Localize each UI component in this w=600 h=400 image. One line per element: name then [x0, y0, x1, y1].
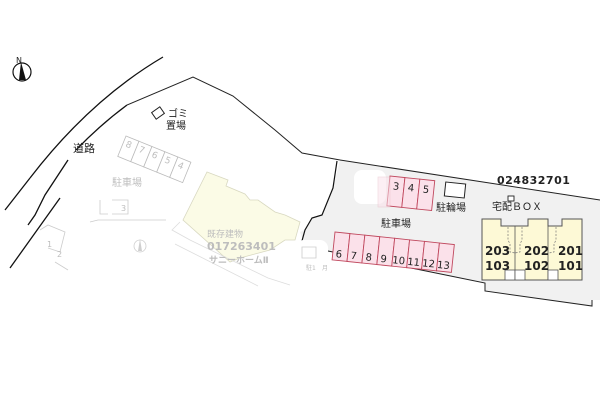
bicycle-parking-label: 駐輪場 [436, 201, 466, 214]
parking-space-5: 5 [422, 185, 429, 197]
parking-space-7: 7 [350, 251, 357, 263]
parking-space-9: 9 [380, 254, 387, 266]
parking-row-top: 3 4 5 [386, 175, 436, 212]
parking-space-8: 8 [365, 252, 372, 264]
parking-space-12: 12 [422, 258, 436, 270]
garbage-area: ゴミ 置場 [150, 106, 188, 132]
unit-202: 202 [524, 244, 549, 258]
existing-building: 既存建物 017263401 サニーホームⅡ [171, 171, 301, 287]
svg-text:7: 7 [137, 145, 146, 156]
garbage-label-1: ゴミ [168, 107, 188, 120]
unit-203: 203 [485, 244, 510, 258]
faded-parking-row: 8 7 6 5 4 [117, 135, 192, 184]
svg-text:駐1: 駐1 [306, 264, 316, 272]
parking-lot-label: 駐車場 [381, 217, 411, 230]
parking-space-6: 6 [335, 249, 342, 261]
garbage-label-2: 置場 [166, 119, 186, 132]
existing-building-name: サニーホームⅡ [209, 255, 269, 266]
svg-text:月: 月 [322, 265, 328, 272]
bicycle-parking: 駐輪場 [436, 181, 467, 214]
delivery-box: 宅配ＢＯＸ [492, 195, 542, 213]
unit-101: 101 [558, 259, 583, 273]
existing-building-label: 既存建物 [207, 228, 243, 240]
svg-text:5: 5 [163, 156, 172, 167]
road [4, 56, 164, 269]
unit-103: 103 [485, 259, 510, 273]
faded-parking-label: 駐車場 [112, 176, 142, 189]
main-building-code: 024832701 [497, 174, 570, 187]
delivery-box-label: 宅配ＢＯＸ [492, 200, 542, 213]
compass-north-icon: N [12, 56, 32, 82]
svg-text:6: 6 [150, 150, 159, 162]
parking-space-3: 3 [392, 181, 399, 193]
unit-102: 102 [524, 259, 549, 273]
svg-text:2: 2 [57, 250, 62, 259]
unit-201: 201 [558, 244, 583, 258]
road-label: 道路 [73, 141, 95, 155]
parking-space-4: 4 [407, 183, 414, 195]
svg-text:1: 1 [47, 240, 52, 249]
parking-space-13: 13 [436, 260, 450, 272]
compass-label: N [16, 56, 22, 65]
parking-row-bottom: 6 7 8 9 10 11 12 13 [331, 231, 455, 273]
parking-space-10: 10 [392, 255, 406, 267]
svg-text:8: 8 [124, 140, 133, 152]
parking-space-11: 11 [407, 257, 421, 269]
svg-text:4: 4 [176, 161, 185, 173]
main-building: 203 202 201 103 102 101 [481, 218, 583, 281]
faded-compass-icon [133, 239, 147, 253]
existing-building-code: 017263401 [207, 240, 276, 253]
svg-text:3: 3 [121, 204, 126, 213]
